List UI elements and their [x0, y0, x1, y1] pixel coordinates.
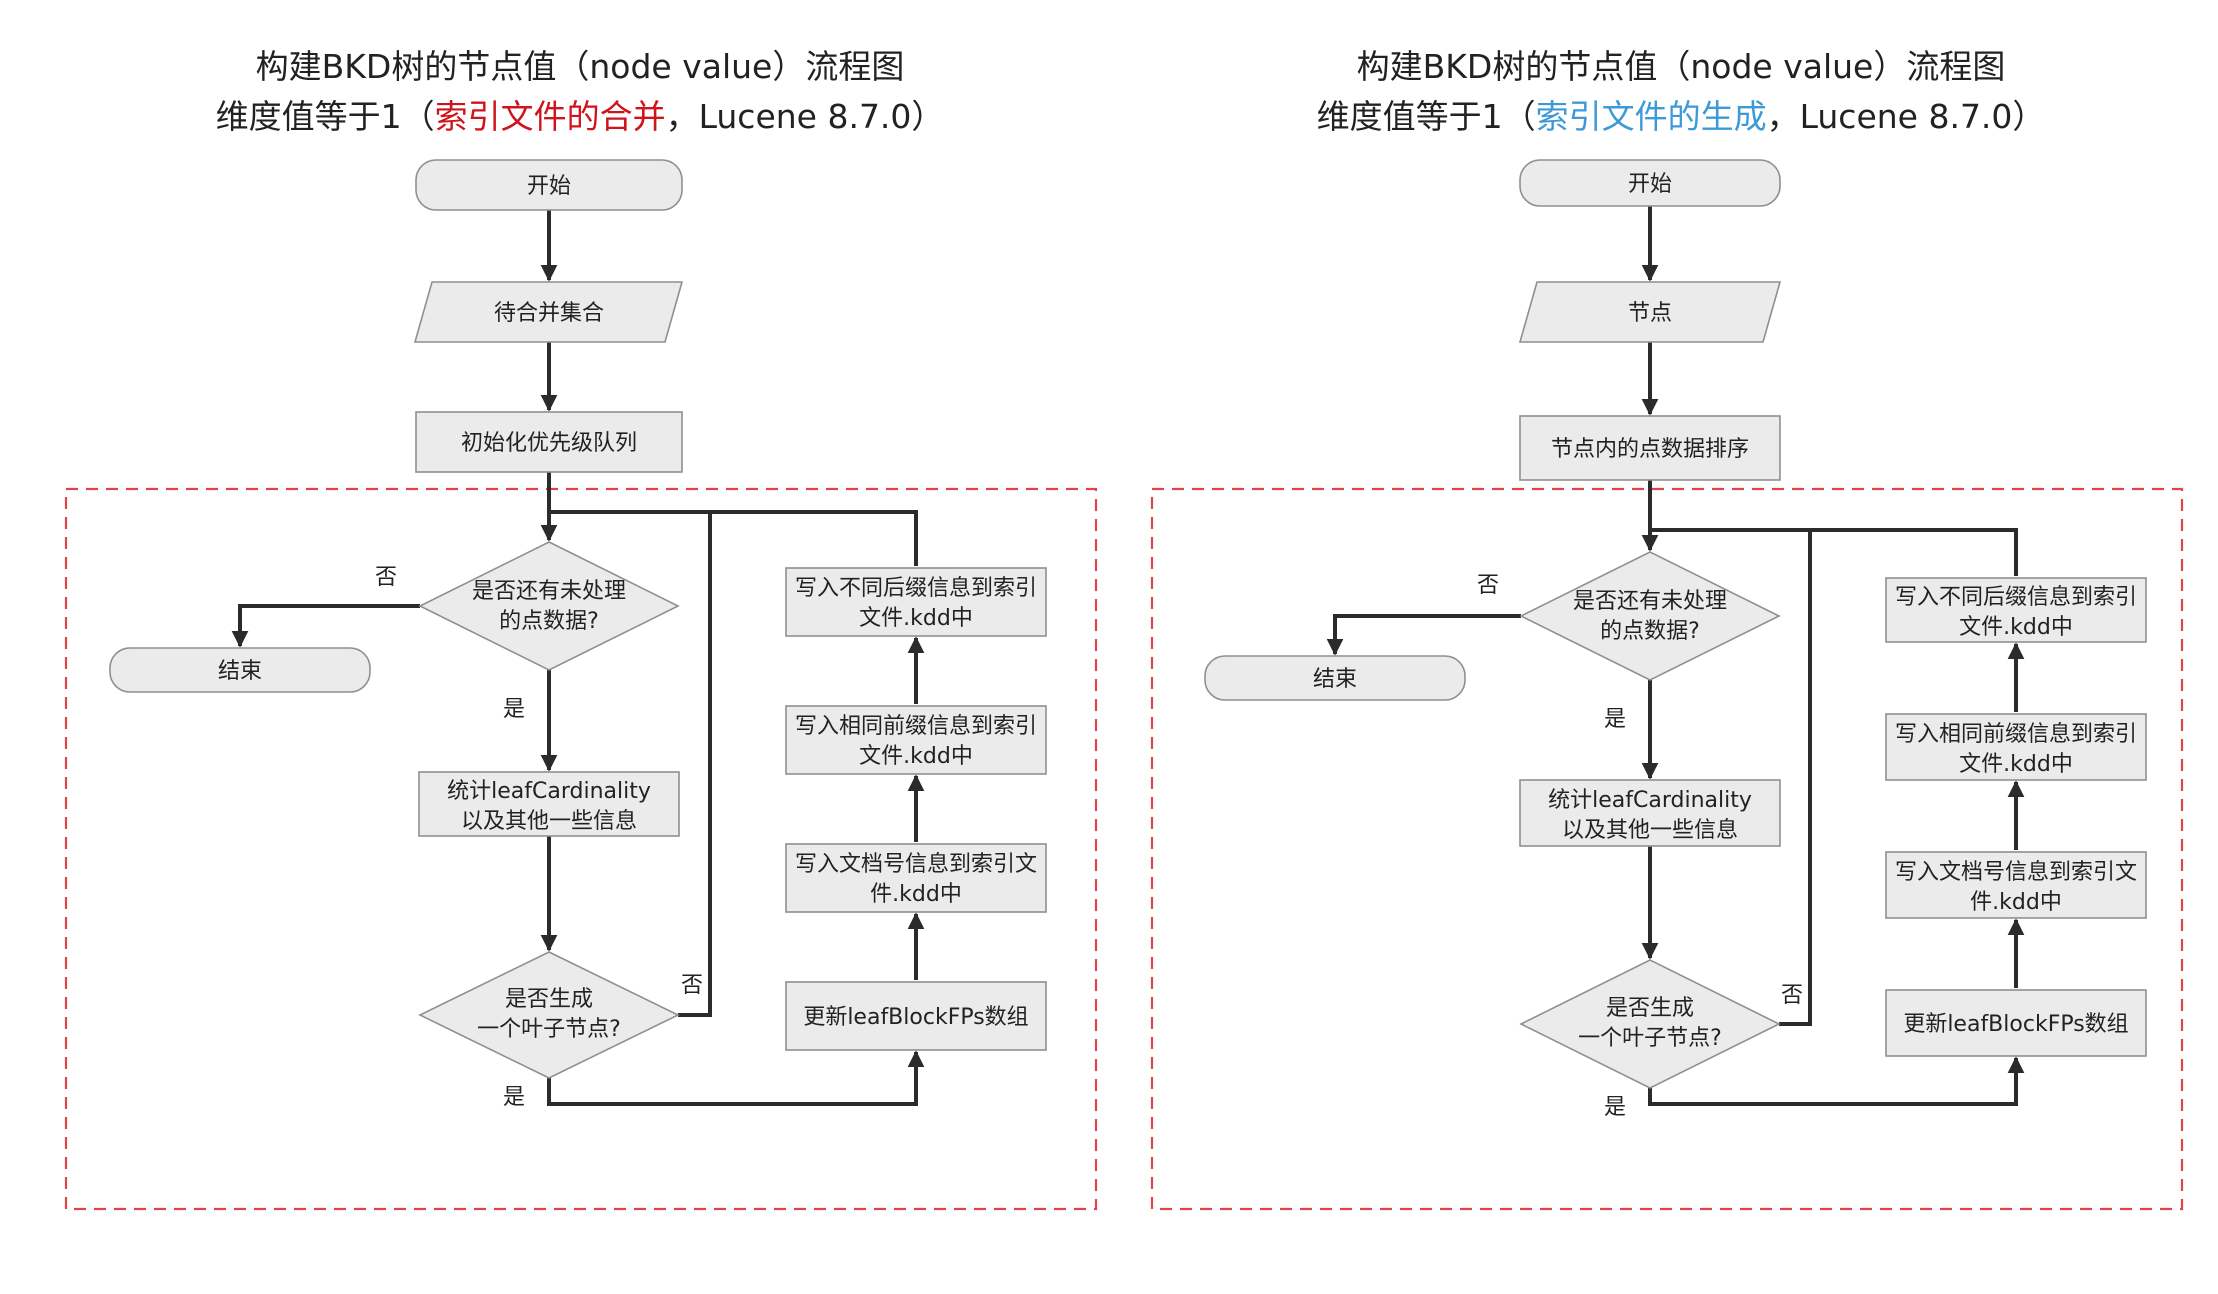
stats-label-2: 以及其他一些信息: [1562, 818, 1738, 843]
write-doc-node: [1885, 851, 2147, 919]
edge-label-yes-1: 是: [503, 697, 525, 722]
init-label: 初始化优先级队列: [461, 431, 637, 456]
write-doc-label-2: 件.kdd中: [1970, 890, 2062, 915]
write-same-label-2: 文件.kdd中: [1959, 752, 2073, 777]
start-node: [1519, 159, 1781, 207]
title-suffix: ，Lucene 8.7.0）: [666, 97, 945, 136]
write-doc-label-1: 写入文档号信息到索引文: [795, 852, 1037, 877]
write-diff-label-2: 文件.kdd中: [859, 606, 973, 631]
end-label: 结束: [1313, 667, 1357, 692]
edge-decision-to-end: [231, 604, 420, 648]
has-more-label-1: 是否还有未处理: [472, 579, 626, 604]
title-highlight: 索引文件的生成: [1536, 97, 1767, 136]
write-doc-node: [785, 843, 1047, 913]
update-node: [785, 981, 1047, 1051]
diagram-title-line2: 维度值等于1（索引文件的生成，Lucene 8.7.0）: [1317, 97, 2046, 136]
edge-label-yes-2: 是: [1604, 1095, 1626, 1120]
diagram-title-line1: 构建BKD树的节点值（node value）流程图: [1357, 47, 2006, 86]
input-node: [413, 281, 684, 343]
has-more-label-2: 的点数据?: [1600, 619, 1700, 644]
start-label: 开始: [527, 174, 571, 199]
edge-label-no-1: 否: [375, 565, 397, 590]
write-diff-label-1: 写入不同后缀信息到索引: [795, 576, 1037, 601]
edge-label-yes-1: 是: [1604, 707, 1626, 732]
stats-node: [418, 771, 680, 837]
has-more-label-1: 是否还有未处理: [1573, 589, 1727, 614]
write-diff-label-2: 文件.kdd中: [1959, 615, 2073, 640]
end-label: 结束: [218, 659, 262, 684]
title-prefix: 维度值等于1（: [1317, 97, 1536, 136]
input-label: 待合并集合: [494, 301, 604, 326]
diagram-merge: 构建BKD树的节点值（node value）流程图 维度值等于1（索引文件的合并…: [64, 47, 1098, 1211]
gen-leaf-decision: [1519, 959, 1781, 1089]
edge-gen-yes-to-update: [1648, 1056, 2025, 1106]
gen-leaf-label-1: 是否生成: [505, 987, 593, 1012]
edge-label-yes-2: 是: [503, 1085, 525, 1110]
write-same-label-1: 写入相同前缀信息到索引: [1895, 722, 2137, 747]
gen-leaf-decision: [418, 951, 680, 1079]
write-same-node: [1885, 713, 2147, 781]
end-node: [1204, 655, 1466, 701]
update-label: 更新leafBlockFPs数组: [803, 1005, 1028, 1030]
diagram-generate: 构建BKD树的节点值（node value）流程图 维度值等于1（索引文件的生成…: [1150, 47, 2184, 1211]
update-node: [1885, 989, 2147, 1057]
gen-leaf-label-2: 一个叶子节点?: [1578, 1026, 1722, 1051]
stats-node: [1519, 779, 1781, 847]
update-label: 更新leafBlockFPs数组: [1903, 1012, 2128, 1037]
edge-writediff-loop: [549, 510, 918, 566]
edge-label-no-1: 否: [1477, 573, 1499, 598]
write-same-label-2: 文件.kdd中: [859, 744, 973, 769]
end-node: [109, 647, 371, 693]
write-diff-node: [785, 567, 1047, 637]
loop-group-box: [64, 487, 1098, 1211]
write-same-node: [785, 705, 1047, 775]
edge-decision-to-end: [1326, 614, 1521, 656]
stats-label-1: 统计leafCardinality: [447, 779, 651, 804]
init-node: [415, 411, 683, 473]
write-diff-label-1: 写入不同后缀信息到索引: [1895, 585, 2137, 610]
title-highlight: 索引文件的合并: [435, 97, 666, 136]
init-node: [1519, 415, 1781, 481]
start-node: [415, 159, 683, 211]
title-suffix: ，Lucene 8.7.0）: [1767, 97, 2046, 136]
stats-label-1: 统计leafCardinality: [1548, 788, 1752, 813]
edge-writediff-loop: [1650, 528, 2018, 576]
has-more-decision: [418, 541, 680, 671]
loop-group-box: [1150, 487, 2184, 1211]
init-label: 节点内的点数据排序: [1551, 437, 1749, 462]
has-more-decision: [1519, 551, 1781, 681]
write-doc-label-2: 件.kdd中: [870, 882, 962, 907]
write-doc-label-1: 写入文档号信息到索引文: [1895, 860, 2137, 885]
input-label: 节点: [1628, 301, 1672, 326]
gen-leaf-label-1: 是否生成: [1606, 996, 1694, 1021]
gen-leaf-label-2: 一个叶子节点?: [477, 1017, 621, 1042]
start-label: 开始: [1628, 172, 1672, 197]
title-prefix: 维度值等于1（: [216, 97, 435, 136]
write-diff-node: [1885, 577, 2147, 643]
edge-label-no-2: 否: [1781, 983, 1803, 1008]
edge-gen-yes-to-update: [547, 1050, 925, 1106]
diagram-title-line1: 构建BKD树的节点值（node value）流程图: [256, 47, 905, 86]
write-same-label-1: 写入相同前缀信息到索引: [795, 714, 1037, 739]
input-node: [1518, 281, 1782, 343]
stats-label-2: 以及其他一些信息: [461, 809, 637, 834]
diagram-title-line2: 维度值等于1（索引文件的合并，Lucene 8.7.0）: [216, 97, 945, 136]
has-more-label-2: 的点数据?: [499, 609, 599, 634]
edge-label-no-2: 否: [681, 973, 703, 998]
